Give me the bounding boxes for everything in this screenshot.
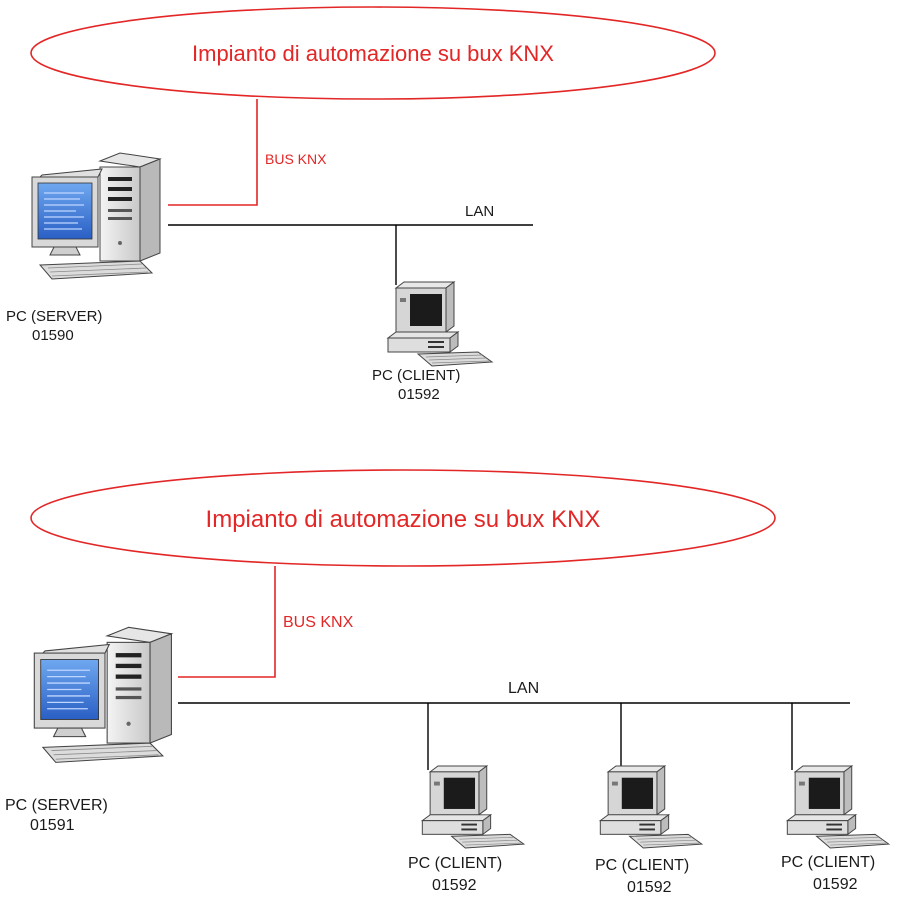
knx-system-label: Impianto di automazione su bux KNX [192,41,554,66]
client-label: PC (CLIENT) [781,854,875,871]
client-label: PC (CLIENT) [372,367,460,384]
client-pc-icon [599,765,703,849]
lan-label: LAN [508,680,539,697]
server-code: 01591 [30,817,75,834]
server-pc-icon [33,626,173,764]
knx-system-ellipse [30,6,716,100]
server-label: PC (SERVER) [6,308,102,325]
knx-system-label: Impianto di automazione su bux KNX [206,506,601,533]
client-label: PC (CLIENT) [408,855,502,872]
diagram-top: Impianto di automazione su bux KNX BUS K… [6,6,716,403]
client-code: 01592 [432,877,477,894]
client-code: 01592 [813,876,858,893]
knx-bus-line [178,566,276,678]
diagram-bottom: Impianto di automazione su bux KNX BUS K… [5,469,890,896]
lan-label: LAN [465,203,494,220]
server-code: 01590 [32,327,74,344]
client-pc-icon [387,281,493,367]
bus-knx-label: BUS KNX [283,614,354,631]
knx-system-ellipse [30,469,776,567]
client-code: 01592 [627,879,672,896]
client-code: 01592 [398,386,440,403]
client-label: PC (CLIENT) [595,857,689,874]
client-pc-icon [786,765,890,849]
server-pc-icon [31,152,161,280]
bus-knx-label: BUS KNX [265,151,327,167]
client-pc-icon [421,765,525,849]
server-label: PC (SERVER) [5,797,108,814]
knx-bus-line [168,99,258,206]
